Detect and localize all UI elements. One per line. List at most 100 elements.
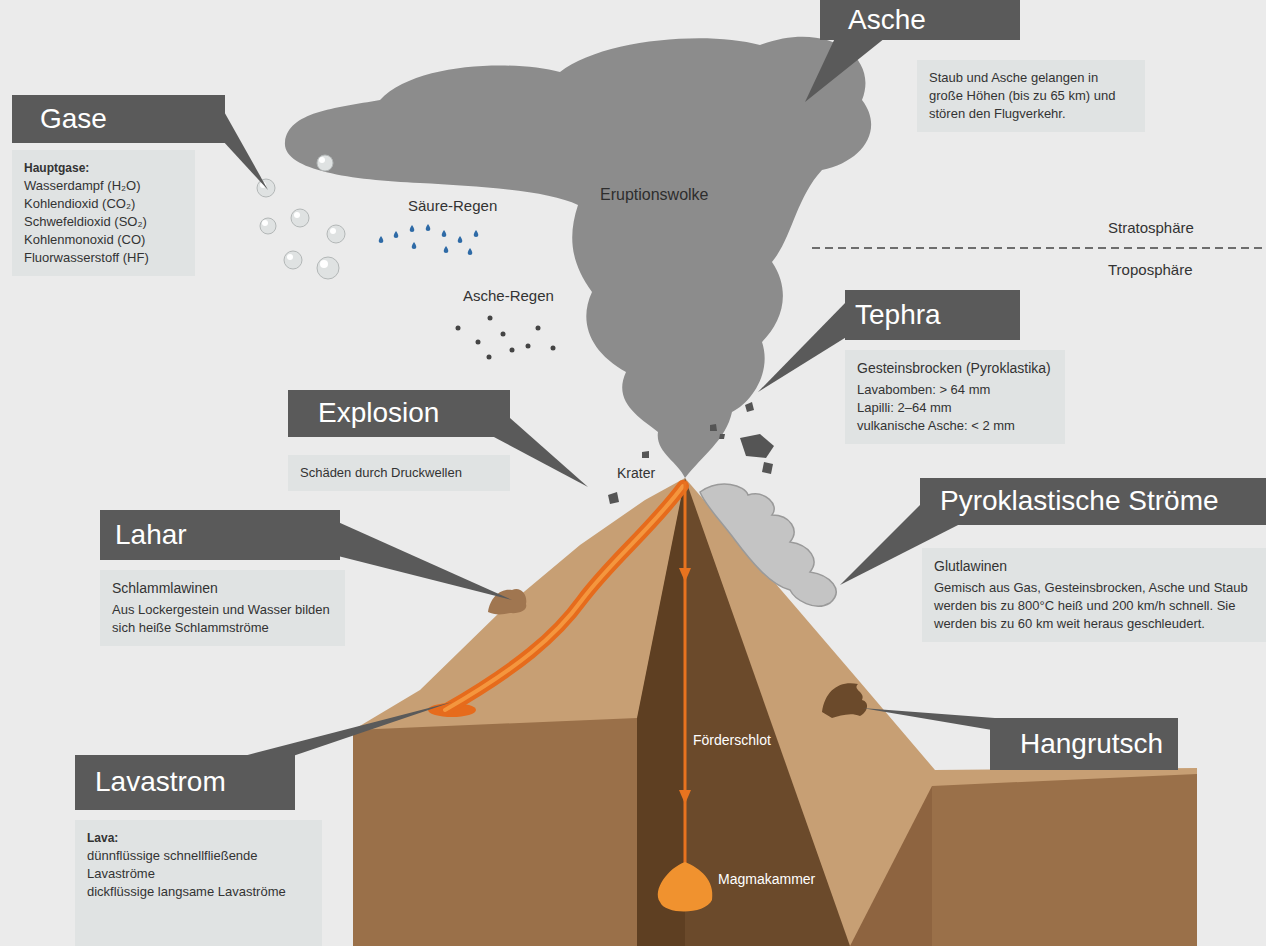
callout-text: Staub und Asche gelangen in große Höhen …	[929, 69, 1133, 123]
callout-text: Fluorwasserstoff (HF)	[24, 249, 149, 267]
callout-body: Gesteinsbrocken (Pyroklastika) Lavabomben…	[845, 350, 1065, 444]
rain-drop	[410, 225, 415, 232]
callout-header: Hangrutsch	[990, 718, 1178, 770]
callout-header: Tephra	[845, 290, 1020, 340]
pyroclastic-flow	[700, 484, 836, 606]
callout-subtitle: Glutlawinen	[934, 557, 1254, 575]
rain-drop	[468, 248, 473, 255]
flow-arrow	[679, 790, 691, 804]
ash-dot	[476, 340, 481, 345]
flow-arrow	[679, 568, 691, 582]
callout-text: Gemisch aus Gas, Gesteinsbrocken, Asche …	[934, 579, 1254, 633]
callout-text: Wasserdampf (H₂O)	[24, 177, 141, 195]
part-label: Magmakammer	[718, 872, 815, 887]
callout-header: Gase	[12, 95, 225, 143]
bubble-highlight	[330, 228, 336, 234]
area-label: Troposphäre	[1108, 262, 1193, 279]
callout-text: dickflüssige langsame Lavaströme	[87, 883, 310, 901]
callout-header: Lahar	[100, 510, 340, 560]
rain-drop	[412, 242, 417, 249]
rock	[710, 424, 717, 431]
acid-rain	[379, 224, 479, 255]
eruption-cloud	[285, 37, 871, 478]
callout-text: Kohlenmonoxid (CO)	[24, 231, 145, 249]
area-label: Stratosphäre	[1108, 220, 1194, 237]
lava-flow	[445, 486, 683, 710]
callout-title: Lahar	[115, 520, 187, 551]
area-label: Eruptionswolke	[600, 186, 709, 204]
callout-header: Lavastrom	[75, 755, 295, 810]
ash-dot	[551, 346, 556, 351]
callout-title: Pyroklastische Ströme	[940, 486, 1219, 517]
tropopause-line	[812, 247, 1266, 249]
callout: ExplosionSchäden durch Druckwellen	[288, 390, 510, 437]
callout-text: dünnflüssige schnellfließende Lavaströme	[87, 847, 310, 883]
rain-drop	[394, 231, 399, 238]
rain-drop	[474, 230, 479, 237]
gas-bubble	[260, 218, 276, 234]
callout-pointer	[338, 522, 512, 600]
callout-pointer	[240, 702, 452, 757]
gas-bubble	[291, 209, 309, 227]
callout-header: Asche	[820, 0, 1020, 40]
rock	[745, 402, 754, 412]
gas-bubble	[317, 257, 339, 279]
callout-text: Schwefeldioxid (SO₂)	[24, 213, 147, 231]
ash-rain	[456, 316, 556, 360]
gas-bubble	[284, 251, 302, 269]
gas-bubble	[327, 225, 345, 243]
callout-pointer	[222, 108, 268, 190]
tephra-rocks	[608, 402, 774, 504]
bubble-highlight	[294, 212, 300, 218]
bubble-highlight	[320, 260, 328, 268]
callout-subtitle: Lava:	[87, 829, 310, 847]
callout: LaharSchlammlawinenAus Lockergestein und…	[100, 510, 340, 560]
magma-chamber	[658, 862, 713, 912]
vent-conduit	[684, 482, 687, 868]
callout-body: GlutlawinenGemisch aus Gas, Gesteinsbroc…	[922, 548, 1266, 642]
callout-text: Lapilli: 2–64 mm	[857, 399, 952, 417]
ash-dot	[526, 344, 531, 349]
block-right-face	[932, 774, 1197, 946]
rain-drop	[458, 236, 463, 243]
ash-dot	[456, 326, 461, 331]
callout-pointer	[758, 300, 848, 392]
callout-title: Tephra	[855, 300, 941, 331]
rain-drop	[426, 224, 431, 231]
bubble-highlight	[262, 220, 268, 226]
callout-text: vulkanische Asche: < 2 mm	[857, 417, 1015, 435]
bubble-highlight	[287, 254, 293, 260]
callout-body: Lava:dünnflüssige schnellfließende Lavas…	[75, 820, 322, 946]
callout-text: Lavabomben: > 64 mm	[857, 381, 990, 399]
gas-bubbles	[257, 155, 345, 279]
callout: Hangrutsch	[990, 718, 1178, 770]
landslide-mass	[822, 683, 867, 718]
rock	[642, 451, 649, 458]
callout: LavastromLava:dünnflüssige schnellfließe…	[75, 755, 295, 810]
block-right-face	[850, 786, 932, 946]
lava-flow-core	[445, 486, 683, 710]
gas-bubble	[317, 155, 333, 171]
bubble-highlight	[319, 157, 325, 163]
callout: AscheStaub und Asche gelangen in große H…	[820, 0, 1020, 40]
ash-dot	[510, 348, 515, 353]
rock	[740, 434, 774, 458]
rain-drop	[444, 246, 449, 253]
block-left-face	[353, 718, 637, 946]
ash-dot	[488, 316, 493, 321]
rock	[719, 434, 725, 439]
callout-subtitle: Gesteinsbrocken (Pyroklastika)	[857, 359, 1051, 377]
callout-body: Hauptgase:Wasserdampf (H₂O)Kohlendioxid …	[12, 150, 195, 276]
callout-subtitle: Hauptgase:	[24, 159, 89, 177]
rain-drop	[379, 236, 384, 243]
part-label: Förderschlot	[693, 733, 771, 748]
callout-body: Schäden durch Druckwellen	[288, 455, 510, 491]
ash-dot	[501, 332, 506, 337]
callout-title: Asche	[848, 5, 926, 36]
callout: TephraGesteinsbrocken (Pyroklastika)Lava…	[845, 290, 1020, 340]
ash-dot	[487, 355, 492, 360]
rain-drop	[442, 230, 447, 237]
gas-bubble	[257, 179, 275, 197]
part-label: Krater	[617, 466, 655, 481]
